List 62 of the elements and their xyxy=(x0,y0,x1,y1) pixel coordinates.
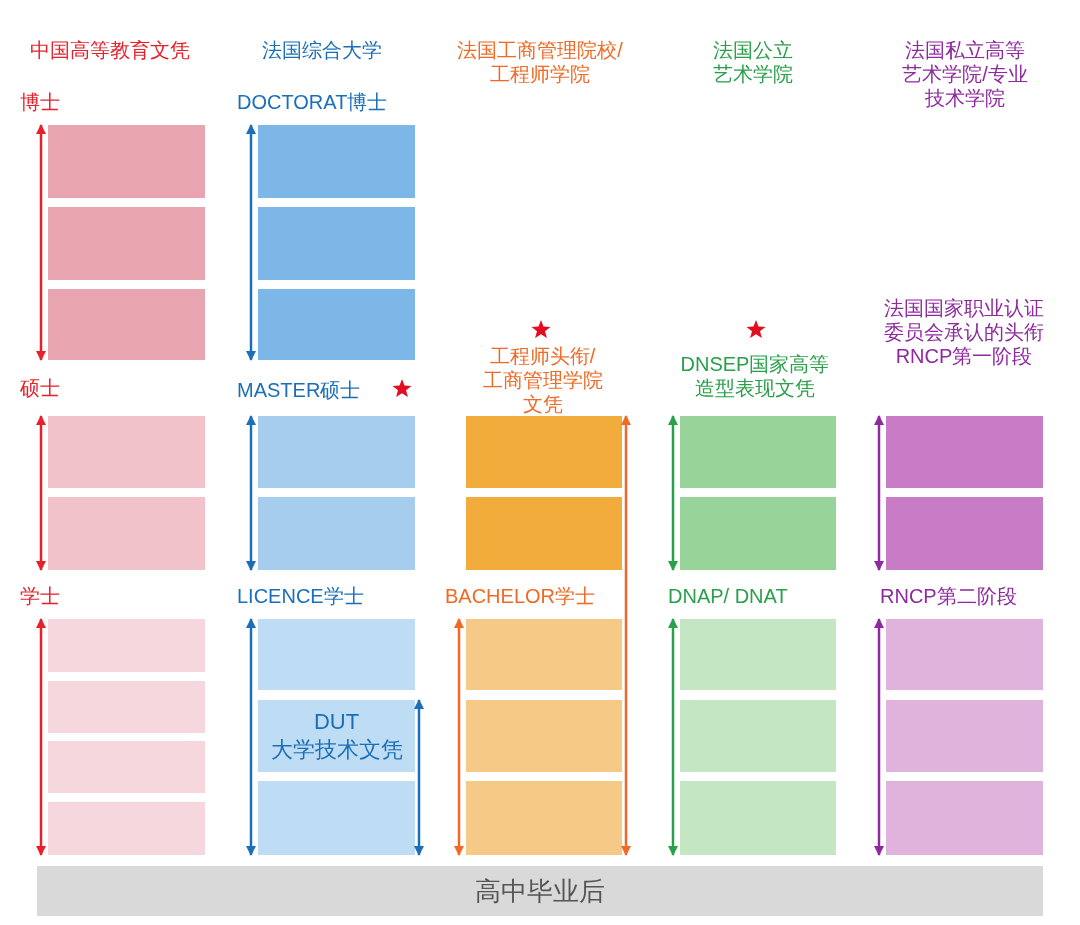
arrow xyxy=(36,124,46,361)
arrow xyxy=(621,415,631,856)
arrow xyxy=(874,618,884,856)
column-heading: 法国综合大学 xyxy=(262,38,382,62)
year-block xyxy=(48,619,205,672)
year-block xyxy=(466,497,622,570)
year-block xyxy=(48,802,205,855)
year-block xyxy=(258,781,415,855)
year-block xyxy=(258,289,415,360)
base-bar: 高中毕业后 xyxy=(37,866,1043,916)
year-block xyxy=(680,497,836,570)
level-label: DOCTORAT博士 xyxy=(237,90,388,114)
year-block xyxy=(680,619,836,690)
year-block xyxy=(258,125,415,198)
year-block xyxy=(258,497,415,570)
year-block xyxy=(48,289,205,360)
year-block xyxy=(886,416,1043,488)
year-block xyxy=(886,497,1043,570)
year-block xyxy=(680,700,836,772)
year-block xyxy=(466,700,622,772)
level-label: RNCP第二阶段 xyxy=(880,584,1017,608)
year-block xyxy=(258,619,415,690)
diploma-label: 法国国家职业认证委员会承认的头衔RNCP第一阶段 xyxy=(883,296,1045,368)
column-heading: 中国高等教育文凭 xyxy=(30,38,190,62)
year-block xyxy=(48,125,205,198)
arrow xyxy=(36,415,46,571)
arrow xyxy=(668,618,678,856)
arrow xyxy=(414,699,424,856)
arrow xyxy=(246,124,256,361)
year-block xyxy=(48,207,205,280)
level-label: LICENCE学士 xyxy=(237,584,364,608)
year-block xyxy=(886,700,1043,772)
year-block xyxy=(466,416,622,488)
year-block xyxy=(886,619,1043,690)
year-block xyxy=(258,416,415,488)
year-block xyxy=(680,416,836,488)
level-label: DNAP/ DNAT xyxy=(668,584,788,608)
year-block xyxy=(680,781,836,855)
level-label: 学士 xyxy=(20,584,60,608)
arrow xyxy=(668,415,678,571)
level-label: MASTER硕士 xyxy=(237,378,361,402)
arrow xyxy=(874,415,884,571)
column-heading: 法国工商管理院校/工程师学院 xyxy=(456,38,624,86)
year-block xyxy=(886,781,1043,855)
arrow xyxy=(246,618,256,856)
column-heading: 法国公立艺术学院 xyxy=(712,38,794,86)
year-block xyxy=(48,681,205,733)
arrow xyxy=(36,618,46,856)
level-label: BACHELOR学士 xyxy=(445,584,596,608)
diploma-label: 工程师头衔/工商管理学院文凭 xyxy=(481,344,604,416)
year-block: DUT 大学技术文凭 xyxy=(258,700,415,772)
arrow xyxy=(454,618,464,856)
arrow xyxy=(246,415,256,571)
year-block xyxy=(48,416,205,488)
level-label: 硕士 xyxy=(20,376,60,400)
column-heading: 法国私立高等艺术学院/专业技术学院 xyxy=(901,38,1029,110)
year-block xyxy=(466,781,622,855)
level-label: 博士 xyxy=(20,90,60,114)
year-block xyxy=(258,207,415,280)
year-block xyxy=(48,497,205,570)
year-block xyxy=(466,619,622,690)
year-block xyxy=(48,741,205,793)
